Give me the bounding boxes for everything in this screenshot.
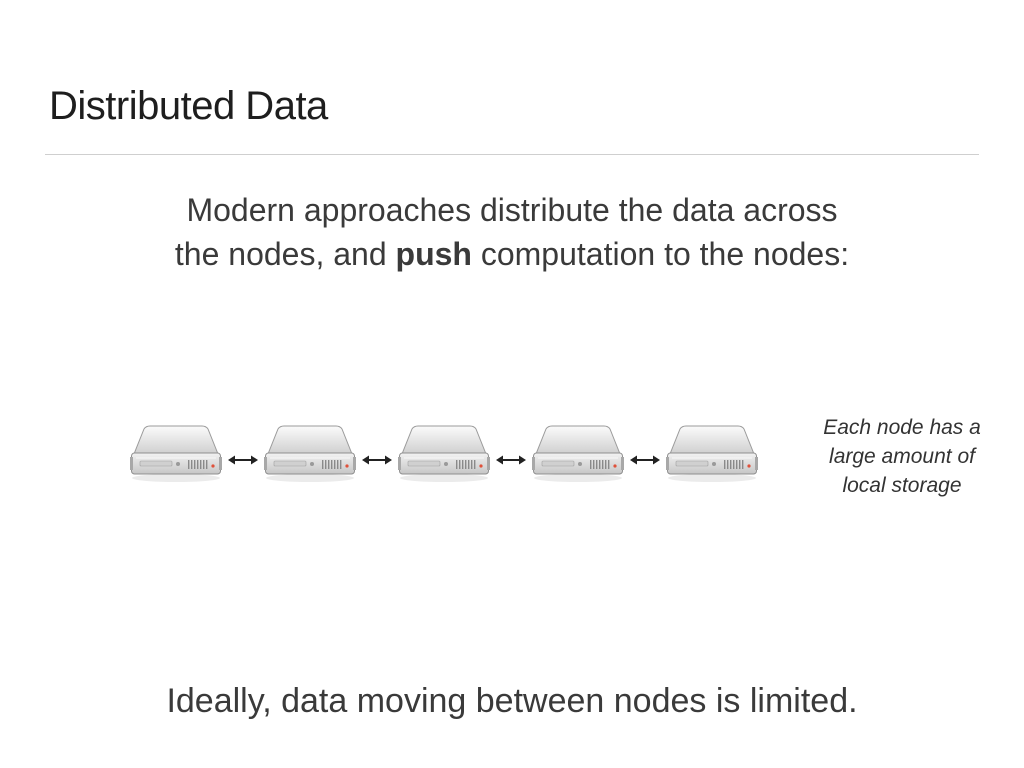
double-arrow-icon — [496, 455, 526, 465]
lead-line-2: the nodes, and push computation to the n… — [0, 232, 1024, 276]
lead-line-1: Modern approaches distribute the data ac… — [186, 192, 838, 228]
note-line: large amount of — [829, 445, 975, 468]
lead-emphasis-push: push — [395, 236, 472, 272]
title-divider — [45, 154, 979, 155]
lead-text: Modern approaches distribute the data ac… — [0, 188, 1024, 276]
server-icon — [398, 425, 490, 482]
slide-title: Distributed Data — [49, 84, 328, 128]
double-arrow-icon — [228, 455, 258, 465]
storage-note: Each node has a large amount of local st… — [800, 413, 1004, 500]
server-icon — [666, 425, 758, 482]
lead-line-2-start: the nodes, and — [174, 236, 396, 272]
double-arrow-icon — [630, 455, 660, 465]
server-icon — [130, 425, 222, 482]
server-icon — [264, 425, 356, 482]
lead-line-2-end: computation to the nodes: — [471, 236, 850, 272]
node-diagram — [130, 425, 758, 482]
double-arrow-icon — [362, 455, 392, 465]
server-row — [128, 420, 768, 484]
note-line: local storage — [842, 474, 962, 497]
server-icon — [532, 425, 624, 482]
footer-text: Ideally, data moving between nodes is li… — [166, 682, 858, 720]
note-line: Each node has a — [823, 416, 981, 439]
